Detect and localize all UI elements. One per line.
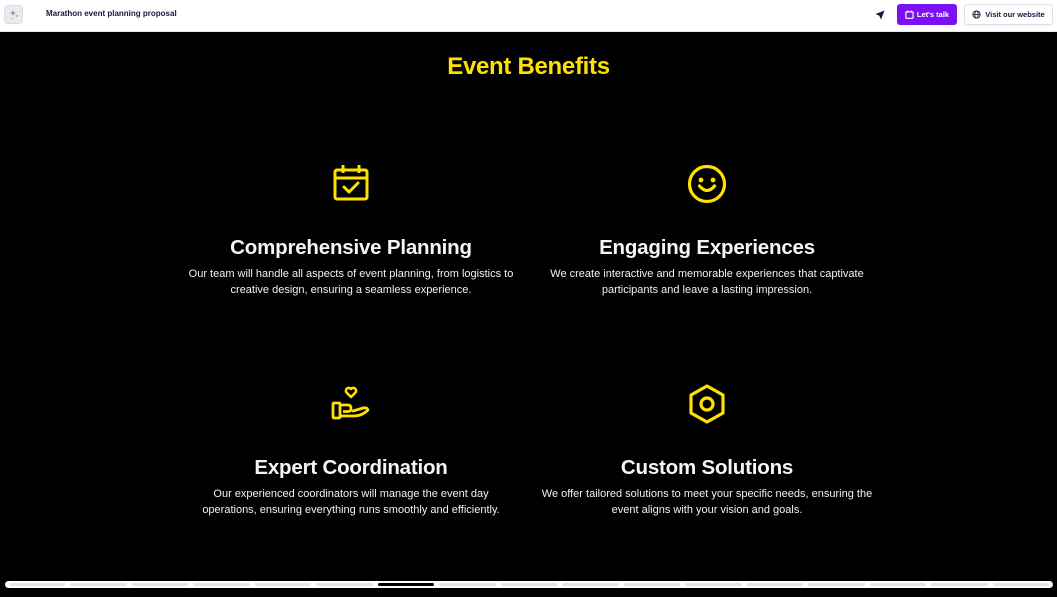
benefit-card-engaging-experiences: Engaging Experiences We create interacti… [537,162,877,298]
progress-segment-9[interactable] [500,583,558,586]
card-title: Custom Solutions [620,456,794,479]
card-text: Our team will handle all aspects of even… [188,268,514,296]
card-title: Expert Coordination [254,456,448,479]
send-arrow-icon[interactable] [874,9,886,21]
visit-website-label: Visit our website [985,10,1045,19]
globe-icon [972,10,981,19]
progress-segment-1[interactable] [9,583,66,586]
lets-talk-label: Let's talk [916,10,950,19]
slide-progress-bar [5,581,1053,588]
progress-segment-4[interactable] [193,583,250,586]
progress-segment-13[interactable] [746,583,804,586]
card-text: We create interactive and memorable expe… [550,268,864,296]
progress-segment-16[interactable] [931,583,988,586]
progress-segment-17[interactable] [992,583,1049,586]
progress-segment-7-current[interactable] [377,583,435,586]
card-title: Engaging Experiences [599,236,815,259]
sparkles-icon [9,9,18,19]
hand-heart-icon [331,386,370,420]
progress-segment-12[interactable] [685,583,742,586]
slide-event-benefits: Event Benefits Comprehensive Planning Ou… [0,32,1057,582]
card-text: Our experienced coordinators will manage… [202,488,500,516]
progress-segment-10[interactable] [562,583,619,586]
card-text: We offer tailored solutions to meet your… [541,488,873,516]
top-bar: Marathon event planning proposal Let's t… [0,0,1057,32]
logo-button[interactable] [4,5,23,24]
progress-segment-6[interactable] [316,583,373,586]
progress-segment-2[interactable] [70,583,127,586]
document-title: Marathon event planning proposal [46,9,177,18]
visit-website-button[interactable]: Visit our website [964,4,1053,25]
calendar-check-icon [333,165,369,201]
benefit-card-comprehensive-planning: Comprehensive Planning Our team will han… [181,162,521,298]
hexagon-nut-icon [689,384,725,424]
slide-title: Event Benefits [447,53,610,80]
lets-talk-button[interactable]: Let's talk [897,4,957,25]
benefit-card-custom-solutions: Custom Solutions We offer tailored solut… [537,382,877,518]
progress-segment-11[interactable] [623,583,681,586]
card-title: Comprehensive Planning [230,236,472,259]
progress-segment-3[interactable] [131,583,189,586]
progress-segment-15[interactable] [869,583,927,586]
smiley-icon [687,164,727,204]
calendar-icon [905,10,914,19]
progress-segment-5[interactable] [254,583,312,586]
progress-segment-8[interactable] [439,583,496,586]
benefit-card-expert-coordination: Expert Coordination Our experienced coor… [181,382,521,518]
progress-segment-14[interactable] [808,583,865,586]
